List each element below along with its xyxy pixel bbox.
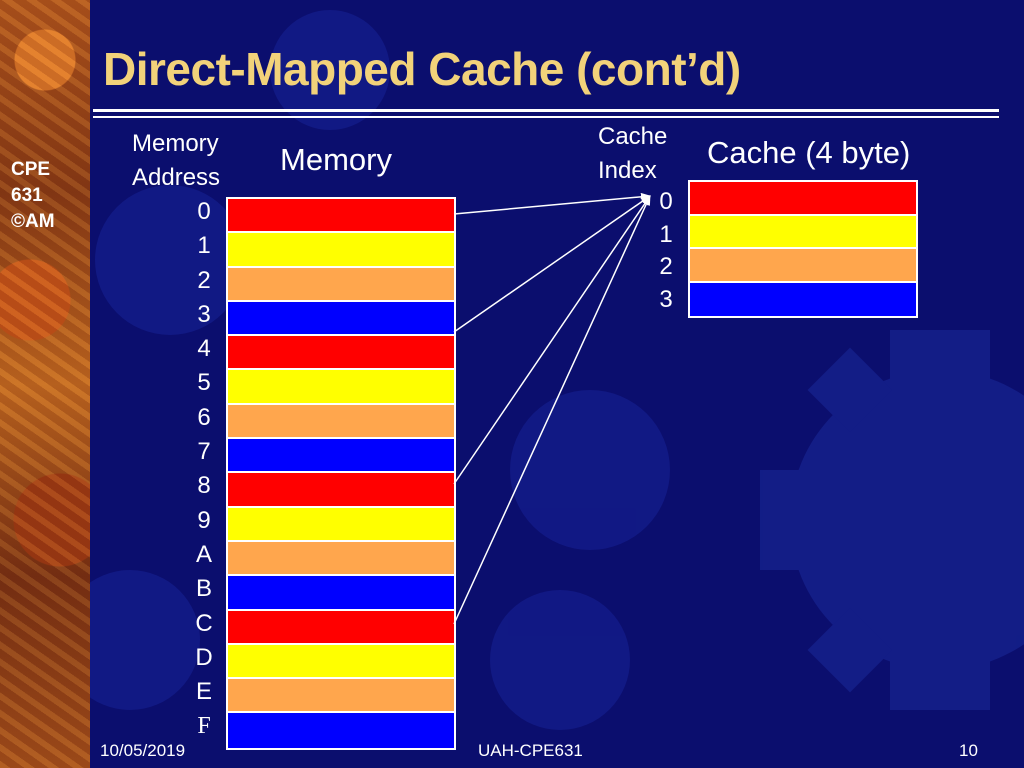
cache-line-cell [690, 282, 916, 316]
footer-date: 10/05/2019 [100, 741, 186, 760]
cache-line-cell [690, 249, 916, 283]
memory-header: Memory [280, 142, 392, 177]
memory-byte-cell [228, 267, 454, 302]
course-label-line: 631 [11, 185, 43, 206]
memory-byte-cell [228, 370, 454, 405]
memory-byte-cell [228, 439, 454, 474]
memory-address-label: E [195, 678, 212, 706]
memory-byte-cell [228, 233, 454, 268]
memory-address-label: 1 [197, 232, 211, 260]
memory-byte-cell [228, 644, 454, 680]
cache-block [688, 180, 918, 318]
memory-address-label: 5 [197, 369, 211, 397]
course-label-line: CPE [11, 159, 51, 180]
memory-byte-cell [228, 679, 454, 714]
memory-address-label: A [195, 540, 212, 568]
cache-index-header-line: Cache [598, 123, 668, 150]
cache-index-list: 0 1 2 3 [650, 186, 682, 316]
memory-address-label: 4 [197, 335, 211, 363]
title-underline [93, 109, 999, 112]
footer-page-number: 10 [959, 741, 978, 760]
cache-index-header-line: Index [598, 157, 657, 184]
title-underline [93, 116, 999, 118]
cache-line-cell [690, 215, 916, 249]
course-label-line: ©AM [11, 211, 55, 232]
memory-byte-cell [228, 610, 454, 645]
memory-block [226, 197, 456, 750]
memory-address-label: 0 [197, 198, 211, 225]
course-label: CPE 631 ©AM [11, 157, 81, 235]
cache-index-header: Cache Index [598, 120, 667, 188]
memory-address-label: C [195, 609, 213, 637]
memory-byte-cell [228, 507, 454, 542]
cache-header: Cache (4 byte) [707, 135, 911, 170]
memory-address-label: 9 [197, 506, 211, 534]
memory-byte-cell [228, 713, 454, 748]
cache-index-label: 3 [659, 285, 673, 313]
memory-byte-cell [228, 541, 454, 577]
memory-byte-cell [228, 301, 454, 337]
memory-address-label: B [195, 575, 212, 603]
memory-address-label: 2 [197, 266, 211, 294]
memory-byte-cell [228, 336, 454, 371]
memory-byte-cell [228, 473, 454, 508]
memory-address-label: 8 [197, 472, 211, 500]
memory-byte-cell [228, 404, 454, 440]
cache-line-cell [690, 182, 916, 216]
cache-index-label: 2 [659, 253, 673, 280]
slide-title: Direct-Mapped Cache (cont’d) [103, 43, 741, 95]
memory-address-header: Memory Address [132, 127, 220, 195]
cache-index-label: 0 [659, 188, 673, 215]
decorative-side-strip [0, 0, 90, 768]
cache-index-label: 1 [659, 220, 673, 248]
memory-byte-cell [228, 576, 454, 611]
memory-address-label: D [195, 643, 213, 671]
footer-course: UAH-CPE631 [478, 741, 583, 760]
memory-address-label: F [197, 713, 211, 740]
memory-address-label: 7 [197, 438, 211, 466]
memory-byte-cell [228, 199, 454, 234]
memory-address-label: 6 [197, 403, 211, 431]
memory-address-label: 3 [197, 300, 211, 328]
memory-address-header-line: Address [132, 164, 221, 191]
memory-address-header-line: Memory [132, 130, 219, 157]
